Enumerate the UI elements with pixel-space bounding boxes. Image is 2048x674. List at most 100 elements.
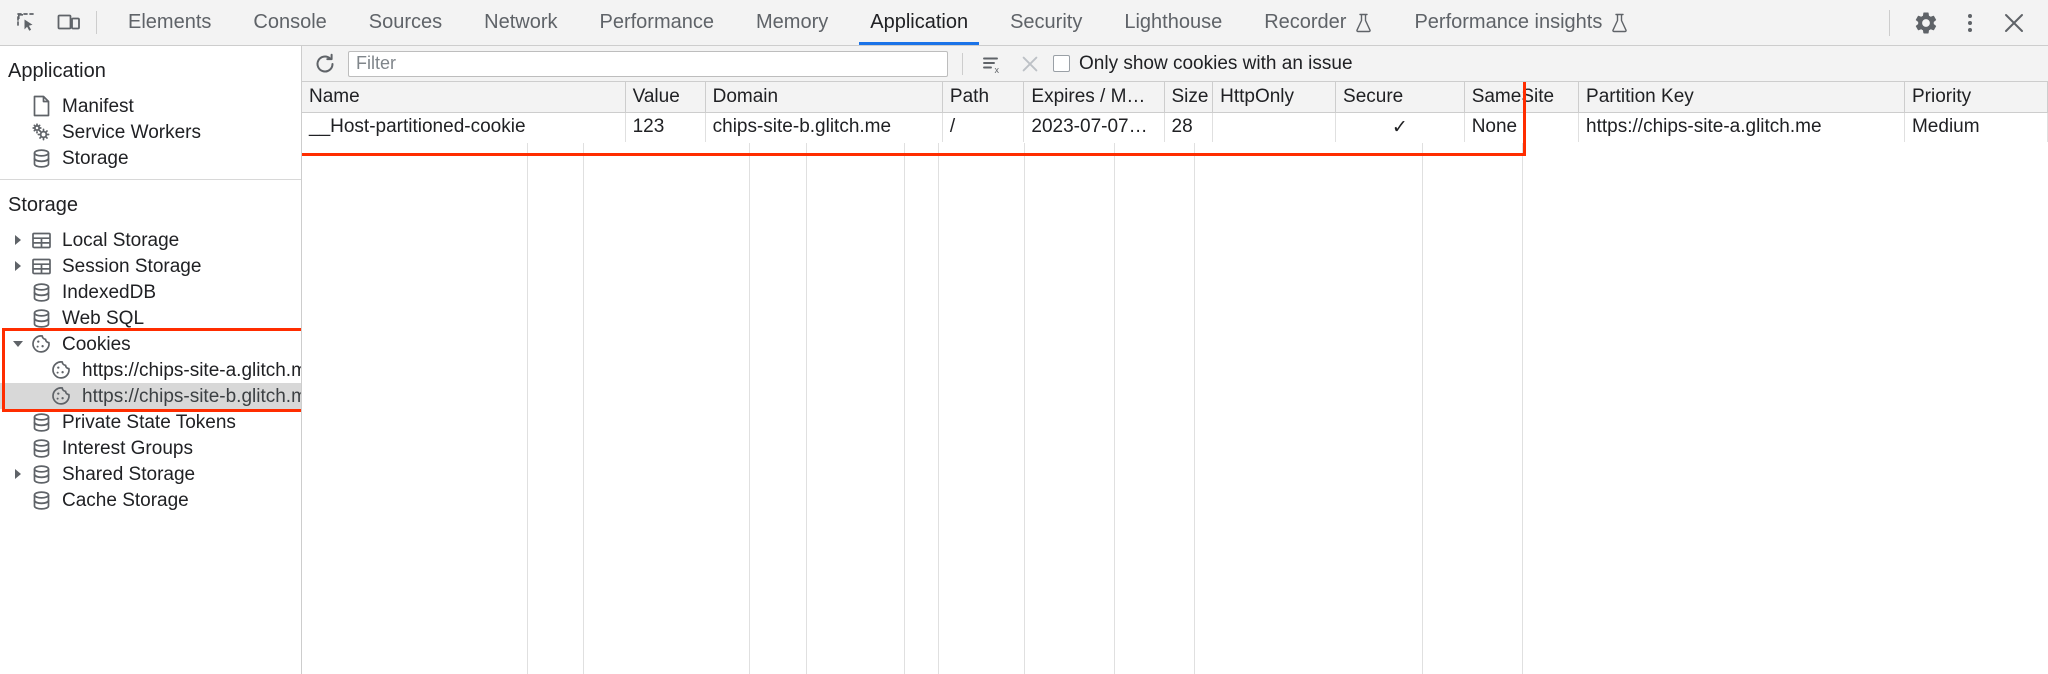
column-rule [750,143,807,674]
only-show-issues-checkbox[interactable]: Only show cookies with an issue [1053,53,1353,75]
sidebar-item-manifest[interactable]: Manifest [0,93,301,119]
tab-recorder[interactable]: Recorder [1243,0,1393,45]
sidebar-item-interest-groups[interactable]: Interest Groups [0,435,301,461]
column-header-samesite[interactable]: SameSite [1464,82,1580,113]
sidebar-item-https-chips-site-b-glitch-me[interactable]: https://chips-site-b.glitch.me [0,383,301,409]
inspect-element-icon[interactable] [6,0,48,45]
tab-memory[interactable]: Memory [735,0,849,45]
device-toolbar-icon[interactable] [48,0,90,45]
clear-all-cookies-icon[interactable]: x [977,49,1007,79]
chevron-right-icon[interactable] [8,260,28,272]
tab-network[interactable]: Network [463,0,578,45]
tab-sources[interactable]: Sources [348,0,463,45]
only-show-issues-label: Only show cookies with an issue [1079,52,1353,74]
chevron-right-icon[interactable] [8,468,28,480]
refresh-icon[interactable] [310,49,340,79]
cookie-icon [48,385,74,407]
column-header-label: Size [1171,85,1209,107]
chevron-down-icon[interactable] [8,339,28,349]
cell-name[interactable]: __Host-partitioned-cookie [302,112,626,142]
sidebar-item-label: Manifest [62,95,134,117]
database-icon [28,308,54,329]
sidebar-divider [0,179,301,180]
sidebar-heading-storage: Storage [8,194,79,216]
column-header-name[interactable]: Name [302,82,626,113]
cell-samesite[interactable]: None [1464,112,1580,142]
table-icon [28,256,54,277]
column-header-partition-key[interactable]: Partition Key [1578,82,1905,113]
tab-label: Application [870,11,969,33]
column-header-label: Value [632,85,680,107]
cell-expires-m[interactable]: 2023-07-07… [1023,112,1165,142]
sidebar-item-indexeddb[interactable]: IndexedDB [0,279,301,305]
sidebar-item-label: Storage [62,147,129,169]
tab-label: Security [1010,11,1083,33]
cell-size[interactable]: 28 [1164,112,1214,142]
sidebar-item-storage[interactable]: Storage [0,145,301,171]
column-header-size[interactable]: Size [1164,82,1214,113]
sidebar-item-https-chips-site-a-glitch-me[interactable]: https://chips-site-a.glitch.me [0,357,301,383]
filter-input[interactable] [348,50,948,77]
sidebar-item-shared-storage[interactable]: Shared Storage [0,461,301,487]
sidebar-item-cache-storage[interactable]: Cache Storage [0,487,301,513]
sidebar-item-local-storage[interactable]: Local Storage [0,227,301,253]
tab-lighthouse[interactable]: Lighthouse [1103,0,1243,45]
tab-elements[interactable]: Elements [107,0,232,45]
sidebar-item-web-sql[interactable]: Web SQL [0,305,301,331]
chevron-right-icon[interactable] [8,234,28,246]
column-header-domain[interactable]: Domain [705,82,943,113]
tab-performance-insights[interactable]: Performance insights [1393,0,1649,45]
cell-value[interactable]: 123 [625,112,706,142]
tab-label: Performance [599,11,715,33]
sidebar-item-private-state-tokens[interactable]: Private State Tokens [0,409,301,435]
checkbox-box[interactable] [1053,55,1070,72]
sidebar-item-session-storage[interactable]: Session Storage [0,253,301,279]
more-vertical-icon[interactable] [1948,1,1992,45]
experiment-flask-icon [1355,13,1372,33]
sidebar-item-label: Web SQL [62,307,145,329]
tab-label: Network [484,11,558,33]
column-header-expires-m[interactable]: Expires / M… [1023,82,1165,113]
cell-httponly[interactable] [1212,112,1337,142]
sidebar-item-cookies[interactable]: Cookies [0,331,301,357]
database-icon [28,438,54,459]
sidebar-item-label: IndexedDB [62,281,157,303]
column-rule [939,143,1025,674]
column-header-label: Partition Key [1586,85,1694,107]
tab-application[interactable]: Application [849,0,989,45]
column-header-secure[interactable]: Secure [1335,82,1465,113]
database-icon [28,464,54,485]
close-icon[interactable] [1992,1,2036,45]
cookie-icon [48,359,74,381]
cell-path[interactable]: / [942,112,1025,142]
column-rule [302,143,528,674]
column-header-priority[interactable]: Priority [1904,82,2048,113]
cookies-table[interactable]: Name Value Domain Path Expires / M… Size HttpO… [302,82,2048,142]
sidebar-item-label: https://chips-site-a.glitch.me [82,359,302,381]
column-rule [1025,143,1115,674]
gear-icon[interactable] [1904,1,1948,45]
column-header-label: HttpOnly [1220,85,1295,107]
experiment-flask-icon [1611,13,1628,33]
column-header-httponly[interactable]: HttpOnly [1212,82,1337,113]
cell-priority[interactable]: Medium [1904,112,2048,142]
column-header-label: Path [949,85,990,107]
cell-secure[interactable]: ✓ [1335,112,1465,142]
column-header-path[interactable]: Path [942,82,1025,113]
tab-performance[interactable]: Performance [579,0,736,45]
cell-domain[interactable]: chips-site-b.glitch.me [705,112,943,142]
cookies-table-head: Name Value Domain Path Expires / M… Size HttpO… [302,82,2048,113]
sidebar-item-service-workers[interactable]: Service Workers [0,119,301,145]
column-header-value[interactable]: Value [625,82,706,113]
cell-partition-key[interactable]: https://chips-site-a.glitch.me [1578,112,1905,142]
database-icon [28,148,54,169]
sidebar-item-label: Session Storage [62,255,202,277]
tab-security[interactable]: Security [989,0,1103,45]
tab-console[interactable]: Console [232,0,347,45]
delete-selected-cookie-icon[interactable] [1015,49,1045,79]
toolbar-right-actions [1881,0,2048,45]
